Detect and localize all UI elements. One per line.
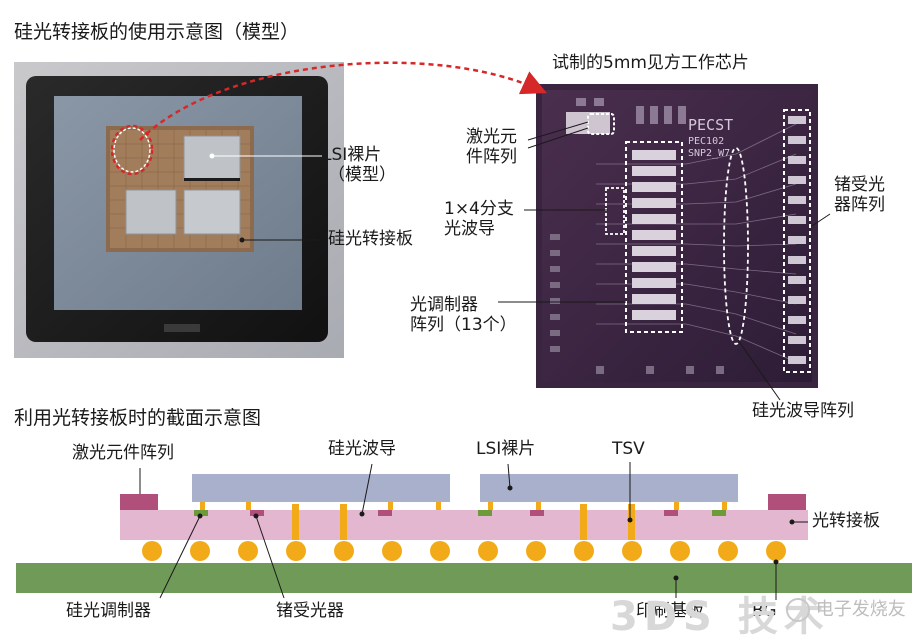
bga-label: BG xyxy=(752,601,777,621)
interposer-model-drawing xyxy=(14,62,344,358)
chip-mark-snp2: SNP2_W7 xyxy=(688,148,730,159)
lsi-chip-cross-label: LSI裸片 xyxy=(476,439,536,459)
si-waveguide-array-label: 硅光波导阵列 xyxy=(752,401,854,421)
lsi-chip-left xyxy=(192,474,450,502)
laser-array-cross-label: 激光元件阵列 xyxy=(72,443,174,463)
splitter-waveguide-label: 1×4分支 光波导 xyxy=(444,199,514,239)
top-left-title: 硅光转接板的使用示意图（模型） xyxy=(14,21,300,43)
bga-balls xyxy=(142,541,786,561)
si-modulator-label: 硅光调制器 xyxy=(66,601,151,621)
modulator-array-label: 光调制器 阵列（13个） xyxy=(410,295,517,335)
ge-detectors xyxy=(250,510,678,516)
tsv-label: TSV xyxy=(612,439,645,459)
top-right-title: 试制的5mm见方工作芯片 xyxy=(552,53,749,73)
watermark-right: 电子发烧友 xyxy=(786,598,906,622)
fabricated-chip-drawing: PECST PEC102 SNP2_W7 xyxy=(536,84,818,388)
si-interposer-label: 硅光转接板 xyxy=(328,229,413,249)
bottom-title: 利用光转接板时的截面示意图 xyxy=(14,407,262,429)
optical-interposer xyxy=(120,510,808,540)
fabricated-chip-photo: PECST PEC102 SNP2_W7 xyxy=(536,84,818,388)
laser-element-left xyxy=(120,494,158,510)
optical-interposer-label: 光转接板 xyxy=(812,511,880,531)
laser-array-label: 激光元 件阵列 xyxy=(466,127,517,167)
lsi-chip-model-label: LSI裸片 （模型） xyxy=(322,145,396,185)
modulators xyxy=(194,510,726,516)
laser-element-right xyxy=(768,494,806,510)
tsv-columns xyxy=(292,504,635,540)
ge-detector-array-label: 锗受光 器阵列 xyxy=(834,175,885,215)
ge-detector-cross-label: 锗受光器 xyxy=(276,601,344,621)
watermark-logo-icon xyxy=(786,598,810,622)
chip-mark-pec102: PEC102 xyxy=(688,136,724,147)
pcb-label: 印刷基板 xyxy=(636,601,704,621)
interposer-model-photo xyxy=(14,62,344,358)
si-waveguide-cross-label: 硅光波导 xyxy=(328,439,396,459)
chip-mark-pecst: PECST xyxy=(688,116,733,134)
lsi-chip-right xyxy=(480,474,738,502)
